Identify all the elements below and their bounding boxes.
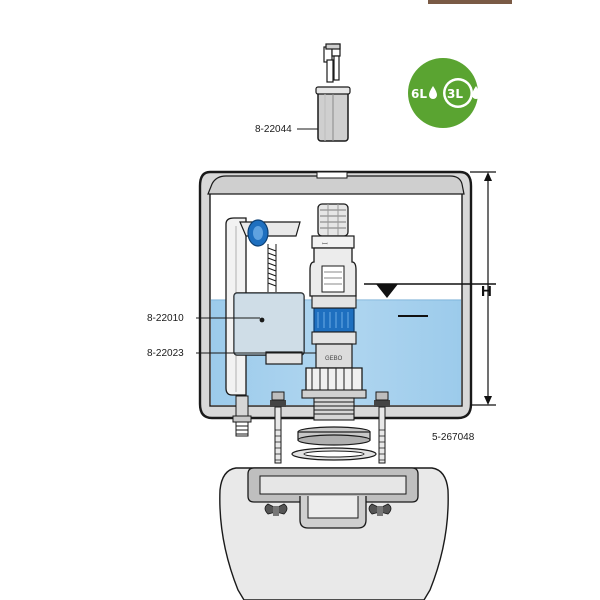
- height-dimension: H: [470, 171, 496, 406]
- water-drop-icon: [429, 86, 437, 99]
- svg-text:GEBO: GEBO: [325, 356, 343, 362]
- badge-full-flush-label: 6L: [411, 87, 427, 101]
- push-button-cap-assembly: 8-22044: [255, 43, 351, 142]
- outlet-gasket: [297, 426, 371, 446]
- cap-housing: [315, 86, 351, 142]
- badge-half-flush-label: 3L: [447, 87, 463, 101]
- tank-bolt-left: [270, 391, 286, 464]
- flush-valve: ꟷ GEBO: [301, 203, 367, 421]
- flush-valve-top-cap: [317, 203, 349, 237]
- outlet-seal-ring: [291, 447, 377, 461]
- header-strip: [428, 0, 512, 4]
- toilet-pan: [219, 467, 449, 600]
- fill-valve-part-label: 8-22010: [147, 313, 184, 324]
- svg-text:ꟷ: ꟷ: [322, 241, 328, 248]
- threaded-rod: [267, 244, 277, 292]
- wing-nut-left-icon: [264, 503, 288, 516]
- cap-part-label: 8-22044: [255, 124, 292, 135]
- height-dimension-label: H: [481, 283, 492, 300]
- tank-bolt-right: [374, 391, 390, 464]
- wing-nut-right-icon: [368, 503, 392, 516]
- drawing-number-label: 5-267048: [432, 432, 475, 443]
- fill-valve: [225, 217, 305, 437]
- button-rods: [323, 43, 341, 83]
- flush-valve-base: [301, 367, 367, 399]
- float-part-label: 8-22023: [147, 348, 184, 359]
- water-drop-icon: [472, 86, 480, 99]
- adjuster-wheel-icon: [247, 219, 269, 247]
- half-flush-circle: 3L: [443, 78, 473, 108]
- small-float: [265, 351, 303, 365]
- dual-flush-badge: 6L 3L: [408, 58, 480, 128]
- float-body: [233, 292, 305, 356]
- flush-valve-float-cup: [313, 307, 355, 333]
- water-level-marker: [364, 283, 496, 317]
